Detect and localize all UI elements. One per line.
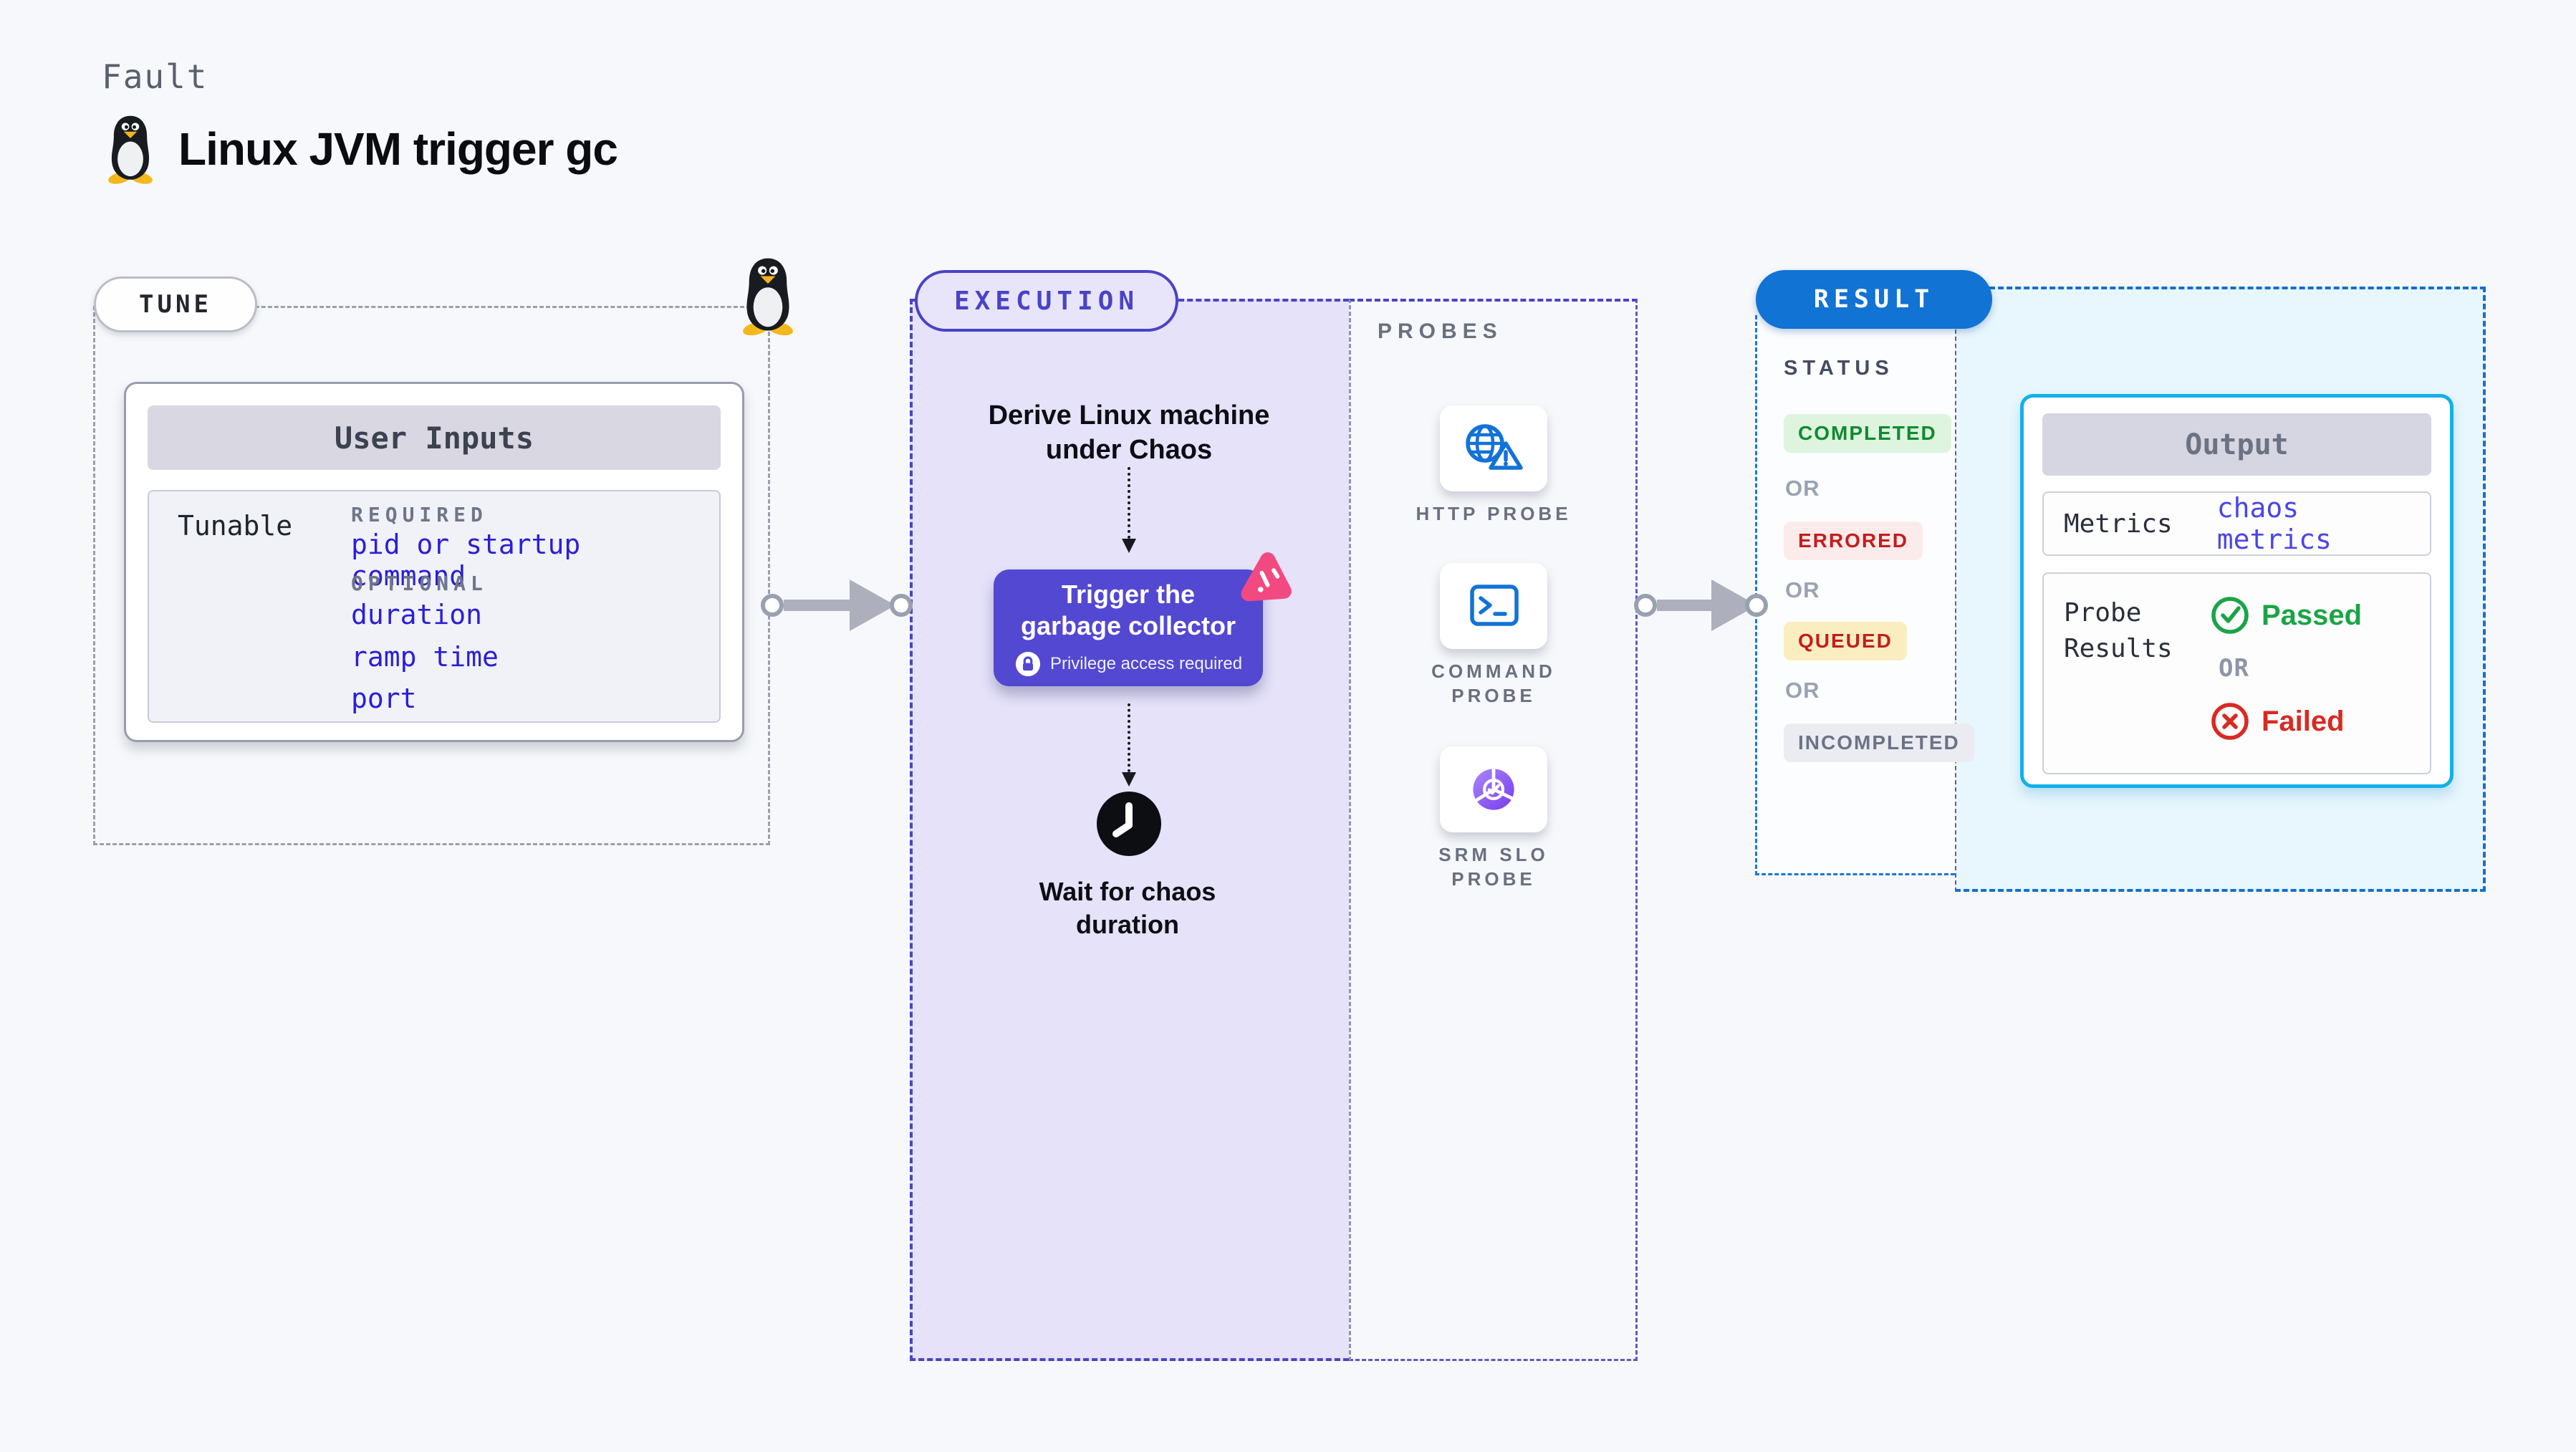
arrow-down-icon [1122,772,1136,787]
probe-results-values: Passed OR Failed [2210,595,2362,773]
flow-dotted-line [1128,467,1130,539]
probe-results-row: Probe Results Passed OR Fai [2042,572,2431,774]
lock-icon [1015,651,1041,676]
flow-dotted-line [1128,703,1130,772]
arrow-down-icon [1122,539,1136,553]
required-heading: REQUIRED [351,503,488,527]
globe-warning-icon [1466,424,1523,470]
metrics-label: Metrics [2064,509,2173,539]
status-badge-queued: QUEUED [1784,622,1907,660]
execution-section-label: EXECUTION [915,270,1178,332]
action-line1: Trigger the [1061,579,1196,609]
metrics-row: Metrics chaos metrics [2042,491,2431,556]
result-section-label: RESULT [1756,270,1992,329]
probes-section-label: PROBES [1378,319,1503,343]
tune-section-box [93,306,770,845]
or-separator: OR [1785,678,1820,703]
trigger-gc-action-node[interactable]: Trigger the garbage collector Privilege … [994,569,1263,686]
linux-penguin-icon [743,258,793,335]
failed-text: Failed [2262,705,2345,737]
status-heading: STATUS [1784,357,1894,380]
derive-step-text: Derive Linux machine under Chaos [988,400,1270,465]
slo-donut-check-icon [1473,768,1514,810]
arrow-right-shaft [784,600,850,611]
tunable-list: REQUIRED pid or startup command OPTIONAL… [351,491,709,721]
user-inputs-body: Tunable REQUIRED pid or startup command … [148,490,721,723]
connector-end-circle [1745,594,1768,617]
x-circle-icon [2211,703,2249,740]
page-title: Linux JVM trigger gc [178,123,618,175]
status-badge-errored: ERRORED [1784,521,1923,560]
or-separator: OR [2219,654,2249,683]
or-separator: OR [1785,476,1820,501]
connector-end-circle [890,594,913,617]
http-probe-label: HTTP PROBE [1416,503,1572,524]
command-probe-card [1440,563,1547,649]
tune-section-label: TUNE [94,277,257,332]
user-inputs-title: User Inputs [148,405,721,470]
failed-verdict: Failed [2210,701,2362,741]
arrow-right-shaft [1657,600,1711,611]
user-inputs-card: User Inputs Tunable REQUIRED pid or star… [124,382,744,742]
passed-text: Passed [2262,599,2363,631]
linux-penguin-icon [108,115,153,184]
wait-step-text: Wait for chaos duration [1039,877,1216,939]
metrics-value-link[interactable]: chaos metrics [2216,492,2332,555]
arrow-right-head-icon [850,580,895,631]
param-duration[interactable]: duration [351,599,483,630]
chaos-experiment-icon [1241,552,1292,602]
output-card: Output Metrics chaos metrics Probe Resul… [2020,394,2454,788]
action-line2: garbage collector [1020,610,1236,640]
probes-section-box [1349,299,1638,1361]
clock-icon [1097,792,1161,856]
probe-results-label: Probe Results [2064,598,2173,663]
terminal-icon [1470,585,1519,626]
status-badge-completed: COMPLETED [1784,414,1951,453]
privilege-note-text: Privilege access required [1049,653,1243,673]
check-circle-icon [2211,597,2249,634]
connector-start-circle [1634,594,1657,617]
param-pid-or-startup-command[interactable]: pid or startup command [351,529,581,592]
or-separator: OR [1785,577,1820,602]
passed-verdict: Passed [2210,595,2362,635]
optional-heading: OPTIONAL [351,572,488,595]
tunable-row-label: Tunable [178,510,293,542]
output-card-title: Output [2042,413,2431,476]
param-port[interactable]: port [351,683,417,714]
privilege-note-row: Privilege access required [1014,650,1242,678]
srm-slo-probe-card [1440,746,1547,832]
http-probe-card [1440,405,1547,491]
srm-slo-probe-label: SRM SLO PROBE [1438,844,1549,890]
command-probe-label: COMMAND PROBE [1431,660,1556,706]
fault-kicker: Fault [102,57,208,96]
status-badge-incompleted: INCOMPLETED [1784,723,1974,762]
title-row: Linux JVM trigger gc [104,113,618,185]
connector-start-circle [761,594,784,617]
param-ramp-time[interactable]: ramp time [351,641,499,673]
